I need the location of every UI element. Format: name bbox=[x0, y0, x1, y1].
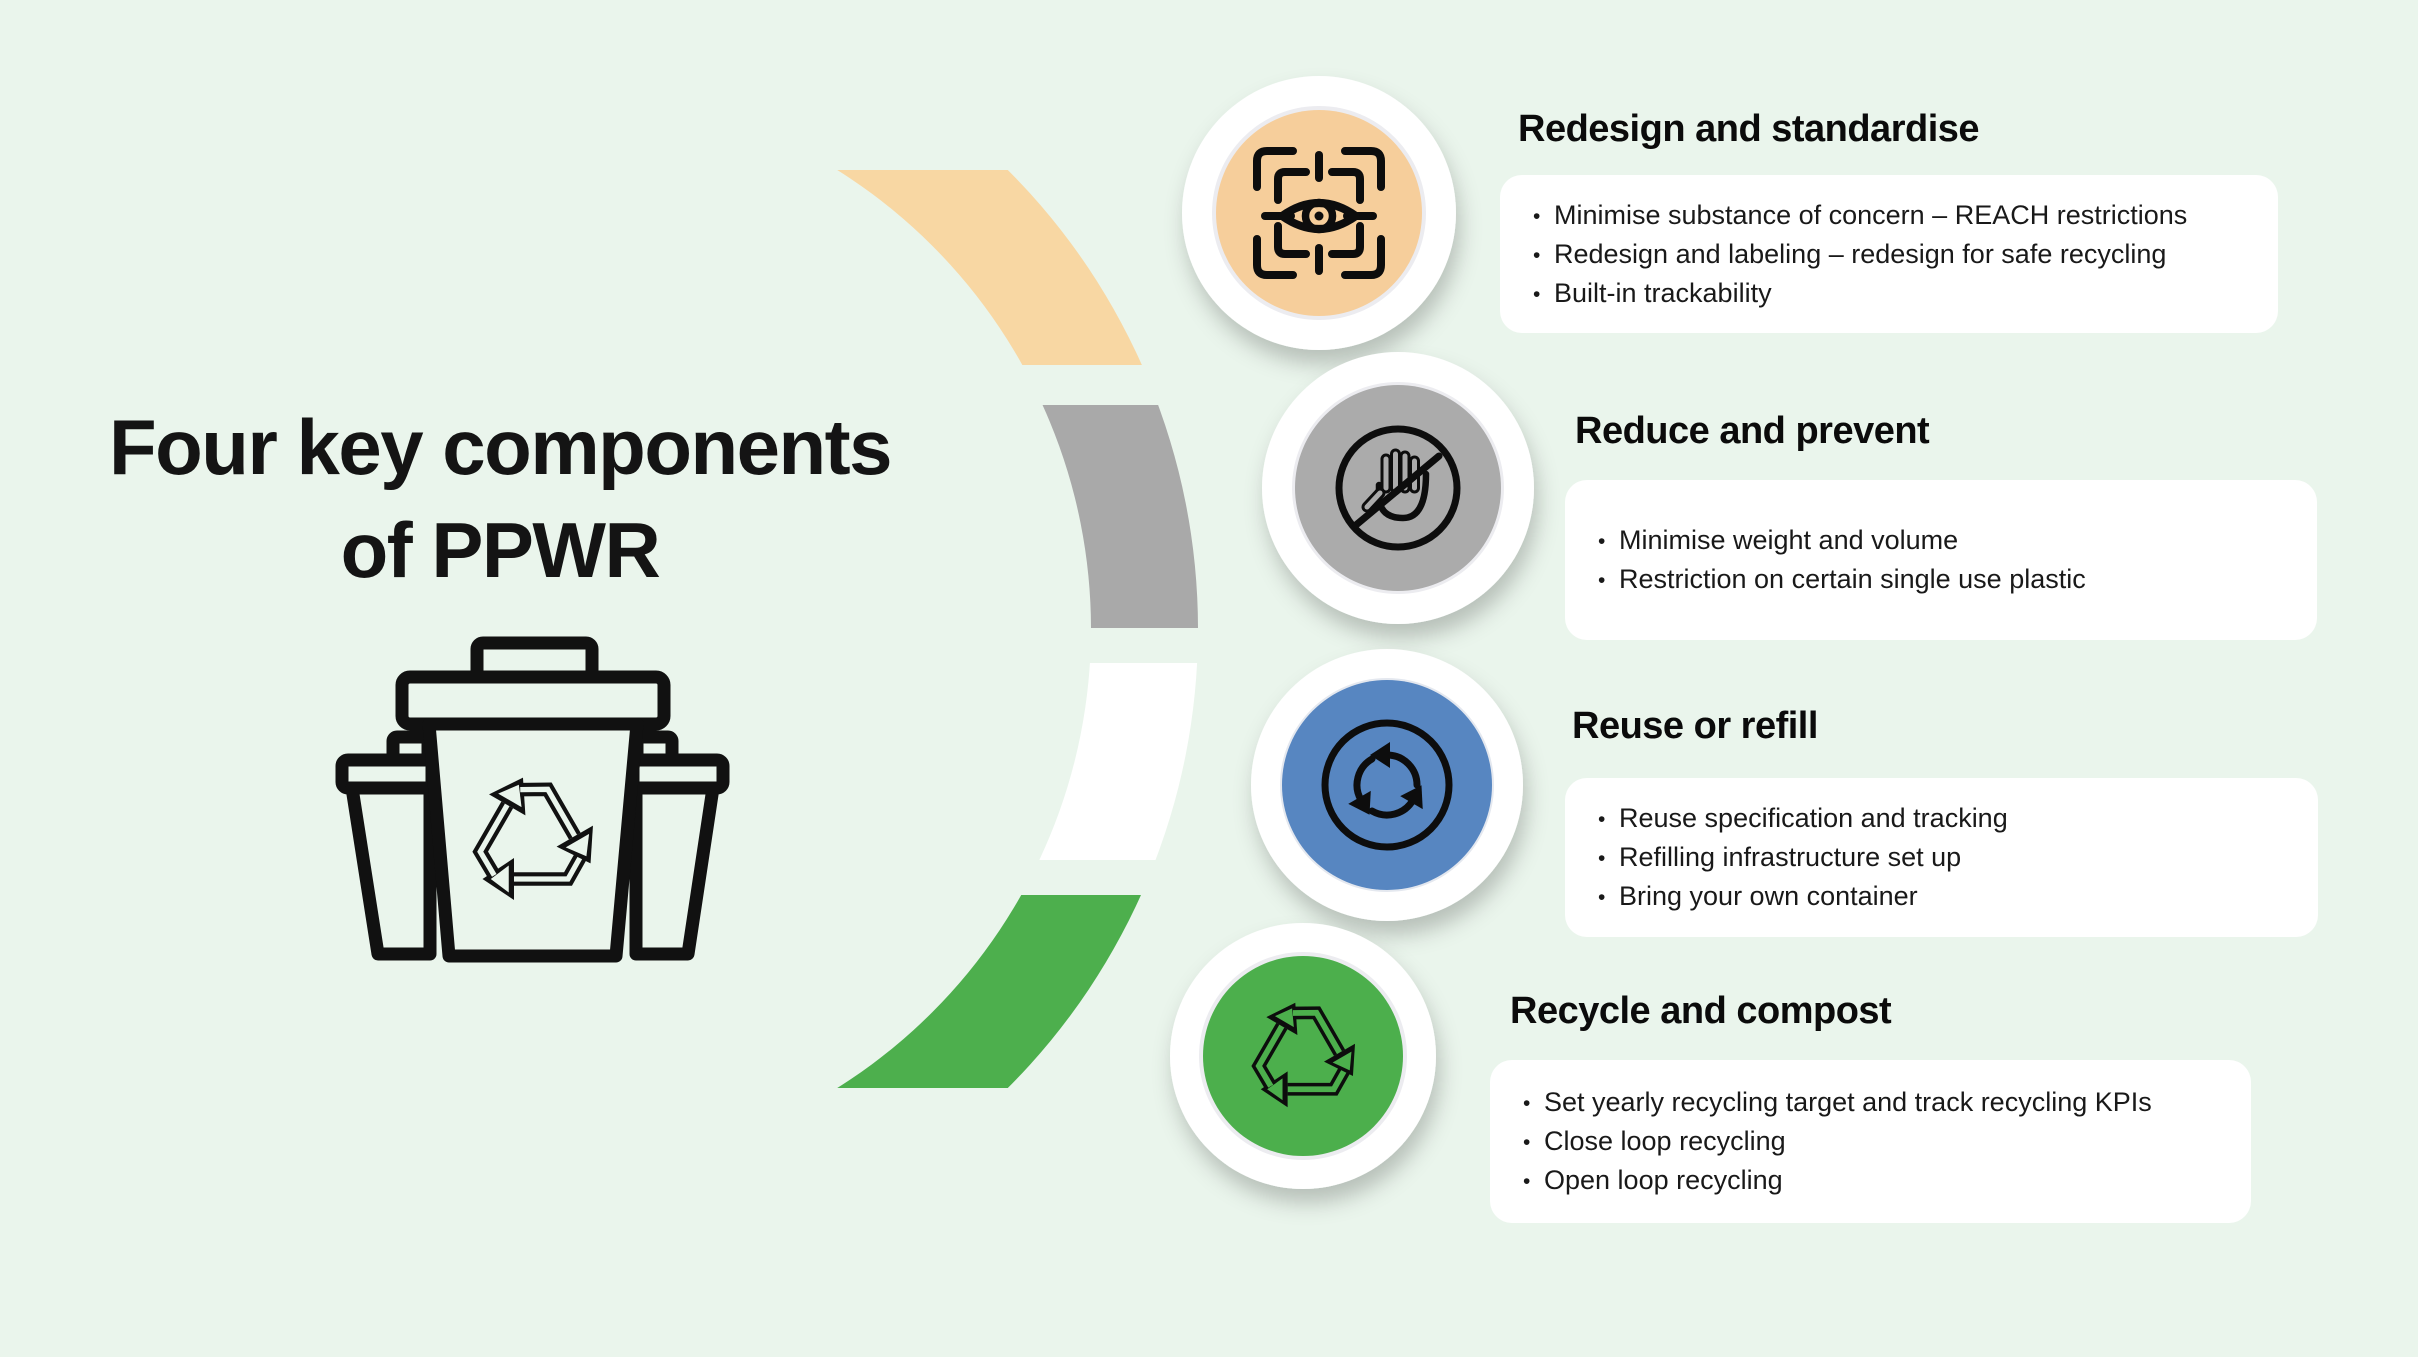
arc-segment-recycle bbox=[837, 895, 1141, 1088]
bullet-item: Redesign and labeling – redesign for saf… bbox=[1530, 235, 2254, 275]
badge-reduce bbox=[1262, 352, 1534, 624]
bullet-item: Minimise weight and volume bbox=[1595, 521, 2293, 561]
page-title-line-2: of PPWR bbox=[340, 506, 661, 594]
bullet-list: Minimise substance of concern – REACH re… bbox=[1500, 196, 2278, 314]
badge-reuse bbox=[1251, 649, 1523, 921]
section-card-recycle: Set yearly recycling target and track re… bbox=[1490, 1060, 2251, 1223]
bullet-item: Set yearly recycling target and track re… bbox=[1520, 1083, 2227, 1123]
section-heading-recycle: Recycle and compost bbox=[1510, 990, 1892, 1032]
bullet-list: Set yearly recycling target and track re… bbox=[1490, 1083, 2251, 1201]
page-title: Four key components of PPWR bbox=[50, 396, 950, 602]
bullet-list: Minimise weight and volume Restriction o… bbox=[1565, 521, 2317, 600]
prohibition-slash bbox=[1352, 452, 1443, 529]
page-title-line-1: Four key components bbox=[109, 403, 892, 491]
bullet-item: Refilling infrastructure set up bbox=[1595, 838, 2294, 878]
arc-ring bbox=[837, 170, 1198, 1088]
bin-center bbox=[395, 636, 671, 963]
bullet-item: Close loop recycling bbox=[1520, 1122, 2227, 1162]
section-heading-reuse: Reuse or refill bbox=[1572, 705, 1818, 747]
bin-left bbox=[335, 730, 439, 961]
stop-hand-icon bbox=[1335, 425, 1461, 551]
badge-fill bbox=[1203, 956, 1403, 1156]
badge-recycle bbox=[1170, 923, 1436, 1189]
section-card-reuse: Reuse specification and tracking Refilli… bbox=[1565, 778, 2318, 937]
bullet-item: Built-in trackability bbox=[1530, 274, 2254, 314]
bin-right bbox=[626, 730, 730, 961]
bullet-item: Open loop recycling bbox=[1520, 1161, 2227, 1201]
bullet-list: Reuse specification and tracking Refilli… bbox=[1565, 799, 2318, 917]
bullet-item: Bring your own container bbox=[1595, 877, 2294, 917]
bullet-item: Reuse specification and tracking bbox=[1595, 799, 2294, 839]
arc-segment-redesign bbox=[837, 170, 1142, 365]
eye-scan-icon bbox=[1253, 147, 1385, 279]
section-card-redesign: Minimise substance of concern – REACH re… bbox=[1500, 175, 2278, 333]
arc-segment-reuse bbox=[1039, 663, 1198, 860]
recycle-arrows-icon bbox=[1251, 1002, 1356, 1108]
section-card-reduce: Minimise weight and volume Restriction o… bbox=[1565, 480, 2317, 640]
section-heading-redesign: Redesign and standardise bbox=[1518, 108, 1980, 150]
section-heading-reduce: Reduce and prevent bbox=[1575, 410, 1930, 452]
arc-segment-reduce bbox=[1042, 405, 1198, 628]
recycling-bin-icon bbox=[335, 636, 730, 963]
bin-recycle-symbol bbox=[472, 777, 593, 900]
cycle-arrows-icon bbox=[1321, 719, 1453, 851]
badge-redesign bbox=[1182, 76, 1456, 350]
badge-fill bbox=[1282, 680, 1492, 890]
bullet-item: Restriction on certain single use plasti… bbox=[1595, 560, 2293, 600]
bullet-item: Minimise substance of concern – REACH re… bbox=[1530, 196, 2254, 236]
